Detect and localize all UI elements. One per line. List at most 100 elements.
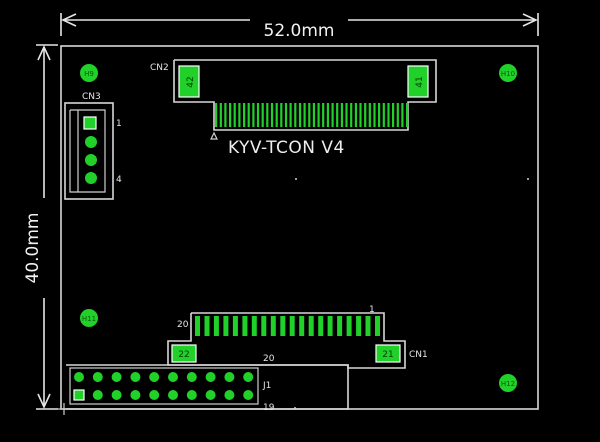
j1-pin [149,372,160,382]
cn1-finger [232,316,238,336]
cn1-finger [365,316,371,336]
cn2-finger [233,103,236,127]
cn2-finger [243,103,246,127]
cn1-finger [280,316,286,336]
cn1-finger [213,316,219,336]
cn2-pad-42 [178,65,200,98]
j1-pin-1-square [73,389,85,401]
cn2-finger [387,103,390,127]
cn1-finger [261,316,267,336]
svg-text:42: 42 [186,76,196,87]
j1-pin [243,390,254,400]
svg-text:H12: H12 [501,380,515,388]
j1-pin [111,390,122,400]
cn2-finger [270,103,274,127]
cn3-pin-3 [85,154,97,166]
cn1-finger [318,316,324,336]
cn1-finger [299,316,305,336]
cn2-finger [340,103,343,127]
cn2-finger [401,103,404,127]
cn2-finger [322,103,325,127]
cn2-finger [373,103,376,127]
cn2-finger [326,103,329,127]
j1-pin [168,390,178,400]
j1-pin [92,372,103,382]
width-label: 52.0mm [264,21,335,41]
cn2-finger [298,103,302,127]
cn2-finger [261,103,264,127]
cn3-pin-2 [85,136,97,148]
j1-pin [224,390,235,400]
mounting-hole-h10: H10 [499,64,517,82]
cn2-finger [284,103,288,127]
cn2-finger [224,103,227,127]
cn1-pin-1-label: 1 [369,305,375,315]
cn2-finger [396,103,399,127]
cn1-finger [242,316,248,336]
j1-pin [111,372,122,382]
j1-pin [130,372,141,382]
j1-pin [224,372,235,382]
silk-dot [527,178,529,180]
cn2-finger [350,103,353,127]
j1-pin [205,390,216,400]
cn1-finger [223,316,229,336]
cn2-finger [392,103,395,127]
cn1-finger [308,316,314,336]
cn2-finger [378,103,381,127]
cn1-finger [289,316,295,336]
cn3-ref: CN3 [82,92,101,102]
cn2-finger [331,103,334,127]
cn1-pin-20-label: 20 [177,320,189,330]
cn2-finger [229,103,232,127]
cn1-ref: CN1 [409,350,428,360]
cn2-finger [406,103,409,127]
cn2-finger [364,103,367,127]
connector-cn1: 1 20 22 21 CN1 [167,305,428,369]
connector-j1: 20 J1 19 [58,354,349,415]
cn2-finger [280,103,283,127]
j1-pin [243,372,254,382]
j1-pin-19-label: 19 [263,403,275,413]
width-dimension: 52.0mm [60,13,539,41]
board-outline [60,45,539,410]
cn2-finger [359,103,362,127]
cn1-finger [375,316,380,336]
j1-ref: J1 [262,381,271,391]
cn1-finger [204,316,210,336]
cn2-finger [317,103,320,127]
cn2-pin1-marker [210,131,218,140]
svg-text:41: 41 [415,76,425,87]
cn1-contact-fingers [195,316,380,336]
j1-pin-20-label: 20 [263,354,275,364]
cn1-finger [251,316,257,336]
board-title: KYV-TCON V4 [228,138,345,158]
cn1-finger [327,316,333,336]
cn2-finger [368,103,371,127]
cn1-pad-21 [375,344,401,363]
cn2-pad-41 [407,65,429,98]
cn2-finger [247,103,250,127]
j1-pin [186,390,197,400]
connector-cn3: CN3 1 4 [64,92,122,200]
j1-pin [168,372,178,382]
cn2-finger [308,103,311,127]
mounting-hole-h12: H12 [499,374,517,392]
cn2-finger [312,103,315,127]
j1-pin-grid [73,372,254,401]
cn1-finger [337,316,343,336]
cn2-contact-fingers [215,103,409,127]
svg-text:1: 1 [116,119,122,129]
svg-text:H10: H10 [501,70,515,78]
cn2-finger [354,103,357,127]
j1-pin [186,372,197,382]
height-dimension: 40.0mm [23,44,58,410]
connector-cn2: CN2 42 41 [150,59,437,140]
mounting-hole-h9: H9 [80,64,98,82]
origin-marker [58,403,70,415]
cn2-finger [336,103,339,127]
cn2-finger [289,103,292,127]
svg-text:H11: H11 [82,315,96,323]
svg-text:H9: H9 [84,70,94,78]
